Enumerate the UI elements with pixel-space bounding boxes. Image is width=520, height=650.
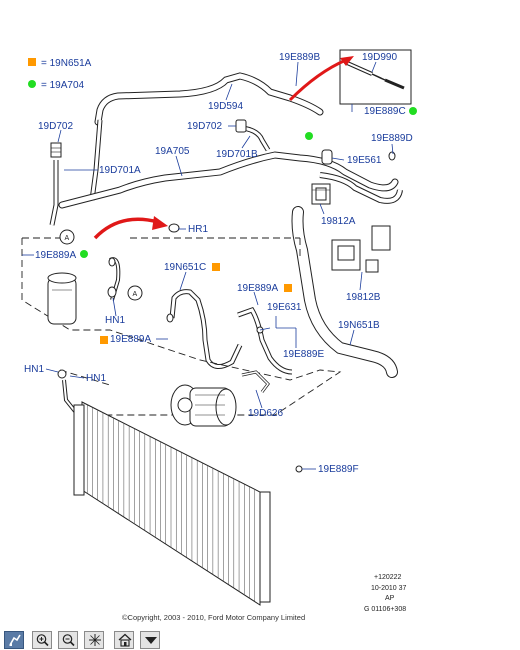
pan-button[interactable] (84, 631, 104, 649)
label-19e889e: 19E889E (283, 349, 324, 360)
green-marker-3 (80, 250, 88, 258)
legend-orange-square (28, 58, 36, 66)
legend-orange-label: = 19N651A (41, 58, 92, 69)
red-arrow-top (288, 58, 347, 102)
select-icon (9, 634, 21, 646)
callout-a-1: A (65, 235, 70, 242)
orange-marker-3 (100, 336, 108, 344)
stamp-line-3: AP (385, 595, 395, 602)
label-19a705: 19A705 (155, 146, 190, 157)
orange-marker-1 (212, 263, 220, 271)
label-hn1-right: HN1 (86, 373, 106, 384)
label-19d626: 19D626 (248, 408, 283, 419)
part-19d626 (241, 370, 270, 393)
label-19d594: 19D594 (208, 101, 243, 112)
label-19d701a: 19D701A (99, 165, 141, 176)
leader-lines (22, 61, 394, 470)
menu-down-icon (145, 637, 157, 644)
label-19d702-center: 19D702 (187, 121, 222, 132)
label-19n651b: 19N651B (338, 320, 380, 331)
label-19d702-left: 19D702 (38, 121, 73, 132)
label-19e889a-center: 19E889A (237, 283, 278, 294)
markers (80, 107, 417, 344)
fittings (57, 151, 396, 473)
label-19d701b: 19D701B (216, 149, 258, 160)
red-arrows (93, 56, 354, 240)
callout-a-2: A (133, 291, 138, 298)
part-19d702-left (50, 142, 62, 158)
label-19e889f: 19E889F (318, 464, 359, 475)
menu-down-button[interactable] (140, 631, 160, 649)
dashed-lines (21, 237, 342, 416)
label-hn1-left: HN1 (24, 364, 44, 375)
label-19e889b: 19E889B (279, 52, 320, 63)
compressor (170, 384, 237, 427)
stamp-line-2: 10-2010 37 (371, 585, 407, 592)
stamp-line-4: G 01106+308 (364, 606, 406, 613)
callouts: A A (59, 229, 143, 301)
home-button[interactable] (114, 631, 134, 649)
label-19e889c: 19E889C (364, 106, 406, 117)
home-icon (118, 633, 132, 647)
label-19e631: 19E631 (267, 302, 302, 313)
part-19812b (331, 225, 391, 273)
label-19n651c: 19N651C (164, 262, 206, 273)
green-marker-1 (305, 132, 313, 140)
zoom-out-icon (62, 634, 75, 647)
select-tool-button[interactable] (4, 631, 24, 649)
label-19e889a-lower: 19E889A (110, 334, 151, 345)
label-19812a: 19812A (321, 216, 356, 227)
legend-green-label: = 19A704 (41, 80, 85, 91)
viewer-toolbar (0, 630, 520, 650)
label-19e561: 19E561 (347, 155, 382, 166)
hose-19e631 (237, 306, 293, 375)
red-arrow-hr1 (93, 217, 159, 240)
stamp-line-1: +120222 (374, 574, 402, 581)
label-19d990: 19D990 (362, 52, 397, 63)
label-hn1-receiver: HN1 (105, 315, 125, 326)
orange-marker-2 (284, 284, 292, 292)
label-19e889d: 19E889D (371, 133, 413, 144)
zoom-in-button[interactable] (32, 631, 52, 649)
zoom-out-button[interactable] (58, 631, 78, 649)
part-labels: 19E889B 19D990 19D594 19E889C 19D702 19D… (24, 52, 413, 475)
label-hr1: HR1 (188, 224, 208, 235)
inset-19d990 (339, 49, 412, 112)
pipes (49, 72, 403, 417)
zoom-in-icon (36, 634, 49, 647)
condenser (73, 401, 271, 606)
pan-icon (89, 634, 101, 646)
receiver-drier (47, 272, 77, 325)
part-19812a (311, 183, 331, 205)
label-19812b: 19812B (346, 292, 381, 303)
label-19e889a-left: 19E889A (35, 250, 76, 261)
drawing-stamp: +120222 10-2010 37 AP G 01106+308 (364, 574, 407, 613)
ac-system-diagram: = 19N651A = 19A704 (21, 49, 417, 622)
part-19e561 (321, 149, 333, 165)
legend-green-dot (28, 80, 36, 88)
part-19d702-center (235, 119, 247, 133)
legend: = 19N651A = 19A704 (28, 58, 92, 91)
copyright: ©Copyright, 2003 - 2010, Ford Motor Comp… (122, 613, 305, 622)
green-marker-2 (409, 107, 417, 115)
